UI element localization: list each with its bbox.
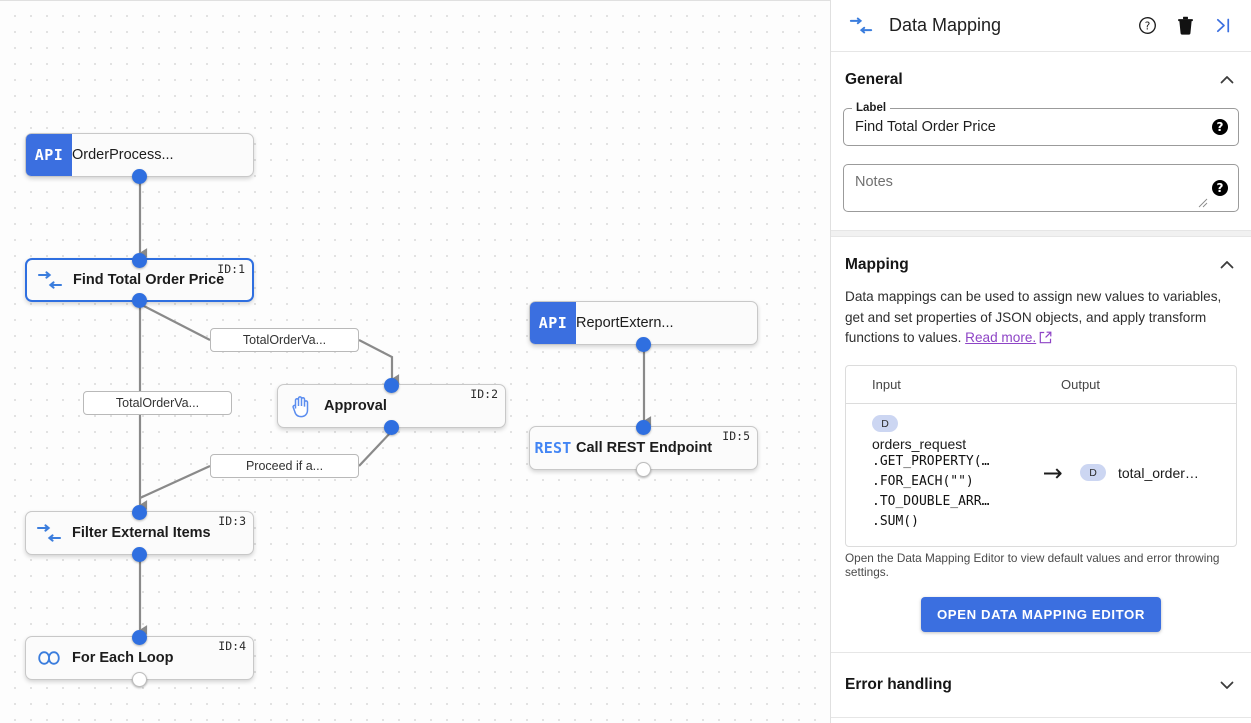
notes-field-placeholder: Notes xyxy=(855,174,893,190)
chevron-down-icon[interactable] xyxy=(1217,675,1237,695)
input-expression-line: .FOR_EACH("") xyxy=(872,474,974,490)
node-for-each-loop[interactable]: For Each Loop ID:4 xyxy=(25,629,254,687)
node-output-port[interactable] xyxy=(384,419,399,435)
properties-panel: Data Mapping ? xyxy=(830,0,1251,723)
section-divider xyxy=(831,651,1251,653)
node-output-port[interactable] xyxy=(132,292,147,308)
node-input-port[interactable] xyxy=(636,419,651,435)
data-mapping-icon xyxy=(849,17,875,34)
panel-header-actions: ? xyxy=(1137,16,1233,36)
delete-icon[interactable] xyxy=(1175,16,1195,36)
mapping-table-header: Input Output xyxy=(846,366,1236,404)
hand-icon xyxy=(278,385,324,427)
node-filter-external-items[interactable]: Filter External Items ID:3 xyxy=(25,504,254,562)
node-label: ReportExtern... xyxy=(576,315,674,331)
section-mapping-header[interactable]: Mapping xyxy=(843,237,1239,285)
node-id-badge: ID:1 xyxy=(217,262,245,276)
help-icon[interactable]: ? xyxy=(1212,180,1228,196)
output-variable-name: total_order… xyxy=(1117,464,1199,481)
resize-grip-icon[interactable] xyxy=(1198,198,1208,208)
column-header-output: Output xyxy=(1061,376,1101,392)
mapping-description-text: Data mappings can be used to assign new … xyxy=(845,289,1222,346)
read-more-link[interactable]: Read more. xyxy=(965,330,1037,346)
label-field-legend: Label xyxy=(852,102,891,114)
edge-label[interactable]: TotalOrderVa... xyxy=(210,328,359,352)
node-find-total-order-price[interactable]: Find Total Order Price ID:1 xyxy=(25,252,254,308)
node-label: Filter External Items xyxy=(72,525,211,541)
node-id-badge: ID:2 xyxy=(470,387,498,401)
edge-label[interactable]: Proceed if a... xyxy=(210,454,359,478)
mapping-description: Data mappings can be used to assign new … xyxy=(843,285,1239,351)
section-divider xyxy=(831,716,1251,718)
node-input-port[interactable] xyxy=(132,504,147,520)
workflow-canvas[interactable]: API OrderProcess... Find Total Order Pri… xyxy=(0,0,830,723)
rest-icon: REST xyxy=(534,439,572,457)
help-icon[interactable]: ? xyxy=(1137,16,1157,36)
api-icon: API xyxy=(26,134,72,176)
mapping-table-note: Open the Data Mapping Editor to view def… xyxy=(845,550,1220,579)
mapping-arrow-icon: → xyxy=(1042,458,1063,487)
open-editor-button-wrap: OPEN DATA MAPPING EDITOR xyxy=(843,579,1239,652)
label-field-value: Find Total Order Price xyxy=(855,119,996,135)
input-expression-line: .TO_DOUBLE_ARR… xyxy=(872,494,990,510)
mapping-table: Input Output D orders_request .GET_PROPE… xyxy=(845,364,1237,547)
section-mapping: Mapping Data mappings can be used to ass… xyxy=(831,237,1251,652)
variable-type-badge: D xyxy=(1079,464,1106,482)
section-title: General xyxy=(845,71,903,88)
node-id-badge: ID:3 xyxy=(218,514,246,528)
node-call-rest-endpoint[interactable]: REST Call REST Endpoint ID:5 xyxy=(529,419,758,477)
panel-title: Data Mapping xyxy=(889,15,1002,35)
loop-icon xyxy=(26,637,72,679)
input-expression-line: .GET_PROPERTY(… xyxy=(872,454,990,470)
node-order-process[interactable]: API OrderProcess... xyxy=(25,133,254,184)
variable-type-badge: D xyxy=(872,415,898,433)
node-output-port[interactable] xyxy=(132,671,147,687)
connection-edges xyxy=(138,179,652,635)
input-variable-name: orders_request xyxy=(872,436,967,453)
section-general: General Label Find Total Order Price ? N… xyxy=(831,52,1251,230)
node-output-port[interactable] xyxy=(636,461,651,477)
api-icon: API xyxy=(530,302,576,344)
label-field[interactable]: Label Find Total Order Price ? xyxy=(843,102,1239,146)
mapping-output-cell: D total_order… xyxy=(1079,464,1236,482)
chevron-up-icon[interactable] xyxy=(1217,70,1237,90)
edge-label[interactable]: TotalOrderVa... xyxy=(83,391,232,415)
column-header-input: Input xyxy=(872,376,901,392)
mapping-input-cell: D orders_request .GET_PROPERTY(… .FOR_EA… xyxy=(846,414,1025,532)
node-id-badge: ID:4 xyxy=(218,639,246,653)
node-approval[interactable]: Approval ID:2 xyxy=(277,377,506,435)
svg-text:?: ? xyxy=(1144,20,1150,32)
node-output-port[interactable] xyxy=(132,168,147,184)
chevron-up-icon[interactable] xyxy=(1217,255,1237,275)
node-output-port[interactable] xyxy=(636,336,651,352)
section-error-handling: Error handling xyxy=(831,653,1251,717)
section-general-header[interactable]: General xyxy=(843,52,1239,100)
collapse-panel-icon[interactable] xyxy=(1213,16,1233,36)
node-input-port[interactable] xyxy=(132,252,147,268)
table-row[interactable]: D orders_request .GET_PROPERTY(… .FOR_EA… xyxy=(846,404,1236,546)
node-id-badge: ID:5 xyxy=(722,429,750,443)
external-link-icon[interactable] xyxy=(1039,330,1052,351)
node-label: OrderProcess... xyxy=(72,147,174,163)
input-expression-line: .SUM() xyxy=(872,514,919,529)
section-title: Mapping xyxy=(845,256,909,273)
node-input-port[interactable] xyxy=(132,629,147,645)
node-label: Approval xyxy=(324,398,387,414)
node-label: Find Total Order Price xyxy=(73,272,225,288)
section-divider xyxy=(831,230,1251,237)
node-report-external[interactable]: API ReportExtern... xyxy=(529,301,758,352)
help-icon[interactable]: ? xyxy=(1212,119,1228,135)
section-error-handling-header[interactable]: Error handling xyxy=(843,653,1239,717)
node-input-port[interactable] xyxy=(384,377,399,393)
node-output-port[interactable] xyxy=(132,546,147,562)
panel-header: Data Mapping ? xyxy=(831,0,1251,52)
node-label: Call REST Endpoint xyxy=(576,440,713,456)
data-mapping-icon xyxy=(27,260,73,300)
data-mapping-icon xyxy=(26,512,72,554)
open-data-mapping-editor-button[interactable]: OPEN DATA MAPPING EDITOR xyxy=(920,596,1162,632)
node-label: For Each Loop xyxy=(72,650,174,666)
section-title: Error handling xyxy=(845,675,952,693)
notes-field[interactable]: Notes ? xyxy=(843,164,1239,212)
